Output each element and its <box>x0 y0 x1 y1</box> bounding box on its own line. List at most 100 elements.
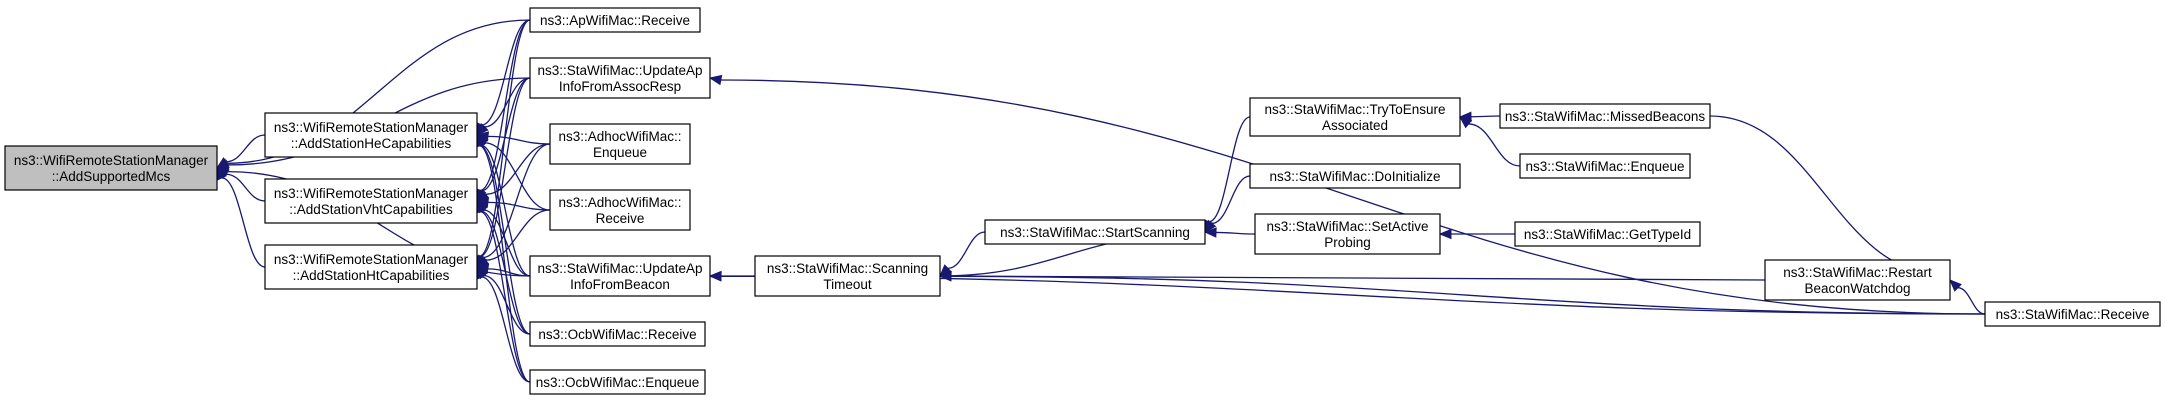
node-label: ns3::StaWifiMac::UpdateAp <box>537 63 702 78</box>
node-label: ns3::StaWifiMac::UpdateAp <box>537 261 702 276</box>
node-box <box>1984 301 2161 327</box>
node-box <box>1764 259 1951 301</box>
node-adhocEnq[interactable]: ns3::AdhocWifiMac::Enqueue <box>549 123 691 165</box>
arrowhead-icon <box>1438 228 1452 240</box>
node-label: ns3::StaWifiMac::Receive <box>1996 307 2150 322</box>
node-label: Receive <box>596 211 645 226</box>
edge-line <box>225 134 266 163</box>
node-label: ::AddStationHeCapabilities <box>291 136 452 151</box>
node-staEnq[interactable]: ns3::StaWifiMac::Enqueue <box>1519 153 1691 179</box>
edge-line <box>483 209 531 277</box>
node-label: ns3::StaWifiMac::SetActive <box>1266 219 1428 234</box>
edge-line <box>947 231 986 269</box>
edge-line <box>950 275 1766 281</box>
edge-line <box>483 274 531 335</box>
node-root[interactable]: ns3::WifiRemoteStationManager::AddSuppor… <box>4 145 218 191</box>
edge-line <box>1208 116 1251 223</box>
edge-line <box>481 276 531 383</box>
edge-staRecv-to-updAssoc <box>708 74 1986 315</box>
edge-line <box>1709 115 1941 275</box>
node-box <box>529 57 711 99</box>
node-label: ns3::StaWifiMac::Restart <box>1783 265 1932 280</box>
node-box <box>529 369 706 395</box>
node-layer: ns3::WifiRemoteStationManager::AddSuppor… <box>4 7 2161 395</box>
edge-line <box>221 177 266 268</box>
node-label: ns3::WifiRemoteStationManager <box>274 252 469 267</box>
edge-staRecv-to-restart <box>1949 279 1986 315</box>
node-label: InfoFromBeacon <box>570 277 670 292</box>
node-ocbEnq[interactable]: ns3::OcbWifiMac::Enqueue <box>529 369 706 395</box>
edge-tryAssoc-to-startScan <box>1204 116 1251 234</box>
edge-updAssoc-to-he <box>476 77 531 136</box>
node-vht[interactable]: ns3::WifiRemoteStationManager::AddStatio… <box>264 178 478 224</box>
node-label: ns3::AdhocWifiMac:: <box>558 129 681 144</box>
node-label: ns3::ApWifiMac::Receive <box>540 13 690 28</box>
edge-restart-to-scanTimeout <box>938 270 1766 282</box>
node-label: ns3::WifiRemoteStationManager <box>14 153 209 168</box>
edge-line <box>225 173 266 202</box>
node-label: ns3::OcbWifiMac::Receive <box>538 327 696 342</box>
node-ocbRecv[interactable]: ns3::OcbWifiMac::Receive <box>529 321 706 347</box>
edge-line <box>480 144 531 277</box>
node-label: ns3::StaWifiMac::StartScanning <box>1000 225 1190 240</box>
node-box <box>754 255 941 297</box>
edge-adhocEnq-to-he <box>475 131 551 145</box>
node-missed[interactable]: ns3::StaWifiMac::MissedBeacons <box>1499 103 1711 129</box>
node-label: Associated <box>1322 118 1388 133</box>
edge-adhocEnq-to-vht <box>475 143 551 202</box>
edge-line <box>479 145 531 383</box>
edge-line <box>720 79 1986 315</box>
edge-missed-to-restart <box>1709 115 1952 281</box>
node-box <box>1249 97 1461 137</box>
node-adhocRecv[interactable]: ns3::AdhocWifiMac::Receive <box>549 189 691 231</box>
node-label: Probing <box>1324 235 1371 250</box>
arrowhead-icon <box>1203 227 1217 238</box>
edge-line <box>1468 123 1521 167</box>
node-ht[interactable]: ns3::WifiRemoteStationManager::AddStatio… <box>264 244 478 290</box>
edge-getType-to-setProbe <box>1438 228 1515 240</box>
node-staRecv[interactable]: ns3::StaWifiMac::Receive <box>1984 301 2161 327</box>
node-he[interactable]: ns3::WifiRemoteStationManager::AddStatio… <box>264 112 478 158</box>
node-box <box>529 7 701 33</box>
arrowhead-icon <box>708 74 723 86</box>
edge-line <box>479 77 531 258</box>
node-label: ns3::WifiRemoteStationManager <box>274 120 469 135</box>
edge-line <box>487 268 531 277</box>
node-doInit[interactable]: ns3::StaWifiMac::DoInitialize <box>1249 163 1461 189</box>
node-box <box>1499 103 1711 129</box>
node-box <box>264 112 478 158</box>
node-label: ns3::WifiRemoteStationManager <box>274 186 469 201</box>
node-apRecv[interactable]: ns3::ApWifiMac::Receive <box>529 7 701 33</box>
edge-line <box>485 209 551 261</box>
node-label: ns3::StaWifiMac::GetTypeId <box>1524 227 1691 242</box>
edge-line <box>485 143 551 195</box>
node-startScan[interactable]: ns3::StaWifiMac::StartScanning <box>984 219 1206 245</box>
node-label: ::AddSupportedMcs <box>52 169 171 184</box>
node-label: ns3::StaWifiMac::Enqueue <box>1525 159 1684 174</box>
node-updAssoc[interactable]: ns3::StaWifiMac::UpdateApInfoFromAssocRe… <box>529 57 711 99</box>
node-label: InfoFromAssocResp <box>559 79 681 94</box>
node-box <box>1519 153 1691 179</box>
node-getType[interactable]: ns3::StaWifiMac::GetTypeId <box>1514 221 1701 247</box>
edge-line <box>1215 231 1256 235</box>
edge-line <box>479 19 531 257</box>
node-label: BeaconWatchdog <box>1804 281 1910 296</box>
node-label: ns3::StaWifiMac::DoInitialize <box>1269 169 1440 184</box>
node-box <box>549 123 691 165</box>
node-box <box>529 255 711 297</box>
node-label: ns3::StaWifiMac::Scanning <box>767 261 928 276</box>
edge-line <box>479 19 531 192</box>
edge-line <box>487 201 551 211</box>
edge-line <box>481 19 531 126</box>
arrowhead-icon <box>1204 219 1217 234</box>
arrowhead-icon <box>1458 116 1473 129</box>
node-label: ::AddStationVhtCapabilities <box>289 202 453 217</box>
edge-line <box>1957 287 1986 315</box>
node-label: Enqueue <box>593 145 647 160</box>
node-box <box>1254 213 1441 255</box>
